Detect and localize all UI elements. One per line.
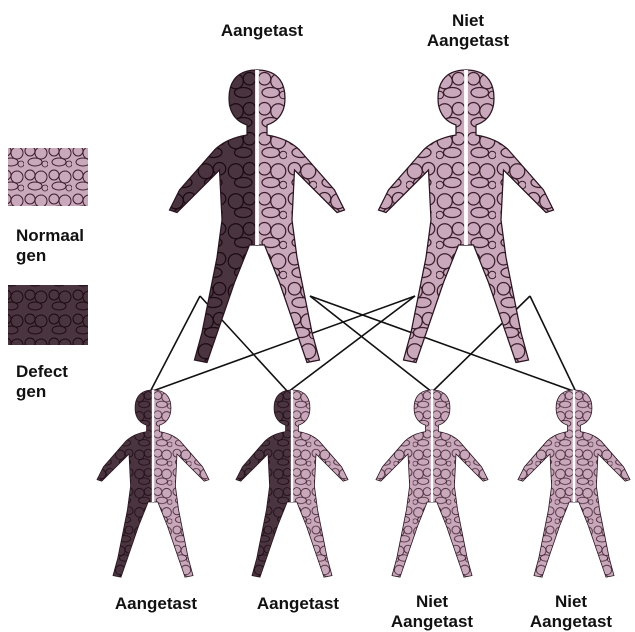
parent-figure-affected <box>170 70 345 363</box>
child-label-4: Niet Aangetast <box>508 592 634 632</box>
legend-label-defect: Defect gen <box>16 362 68 402</box>
child-figure-affected-1 <box>97 390 209 577</box>
child-label-2: Aangetast <box>230 594 366 614</box>
child-figure-not-affected-1 <box>376 390 488 577</box>
legend-swatch-normal <box>8 148 88 206</box>
legend-swatch-defect <box>8 285 88 345</box>
child-label-3: Niet Aangetast <box>364 592 500 632</box>
child-figure-not-affected-2 <box>518 390 630 577</box>
child-figure-affected-2 <box>236 390 348 577</box>
parent-label-affected: Aangetast <box>192 21 332 41</box>
parent-label-not-affected: Niet Aangetast <box>398 11 538 51</box>
legend-label-normal: Normaal gen <box>16 226 84 266</box>
parent-figure-not-affected <box>379 70 554 363</box>
child-label-1: Aangetast <box>88 594 224 614</box>
